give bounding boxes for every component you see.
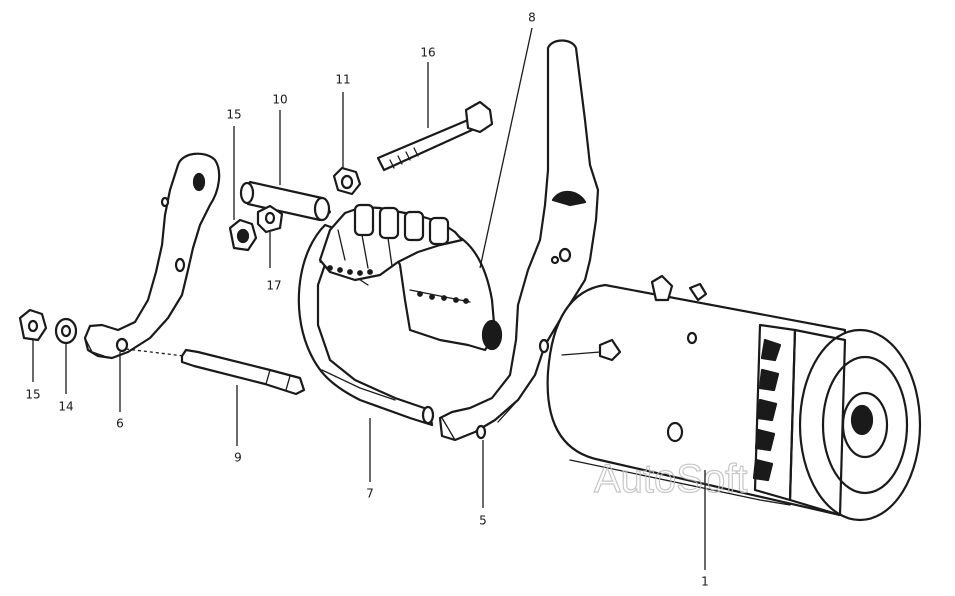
watermark-text: AutoSoft: [594, 457, 747, 501]
callout-11: 11: [335, 73, 350, 87]
part-14-washer: [54, 317, 78, 345]
callout-15-upper: 15: [226, 108, 241, 122]
callout-16: 16: [420, 46, 435, 60]
callout-10: 10: [272, 93, 287, 107]
part-6-bracket: [83, 152, 221, 360]
callout-labels: 8 16 11 10 15 17 15 14 6 9 7 5 1: [25, 11, 708, 589]
callout-9: 9: [234, 451, 242, 465]
part-15-nut-lower: [18, 308, 48, 342]
callout-5: 5: [479, 514, 487, 528]
assembly-line-pin: [125, 348, 185, 357]
callout-6: 6: [116, 417, 124, 431]
leader-lines: [32, 27, 706, 570]
part-17-washer: [256, 204, 284, 234]
part-9-pin: [180, 348, 306, 396]
part-1-alternator: [546, 274, 922, 522]
callout-15-lower: 15: [25, 388, 40, 402]
callout-8: 8: [528, 11, 536, 25]
part-15-nut-upper: [228, 218, 258, 252]
callout-17: 17: [266, 279, 281, 293]
leader-8: [479, 27, 533, 269]
callout-14: 14: [58, 400, 73, 414]
part-16-bolt: [376, 100, 494, 172]
part-5-bracket: [438, 39, 600, 442]
callout-1: 1: [701, 575, 709, 589]
part-7-strap: [297, 223, 503, 427]
callout-7: 7: [366, 487, 374, 501]
part-11-nut: [332, 166, 362, 196]
part-8-clamp: [318, 203, 469, 304]
part-10-bolt: [239, 180, 332, 222]
